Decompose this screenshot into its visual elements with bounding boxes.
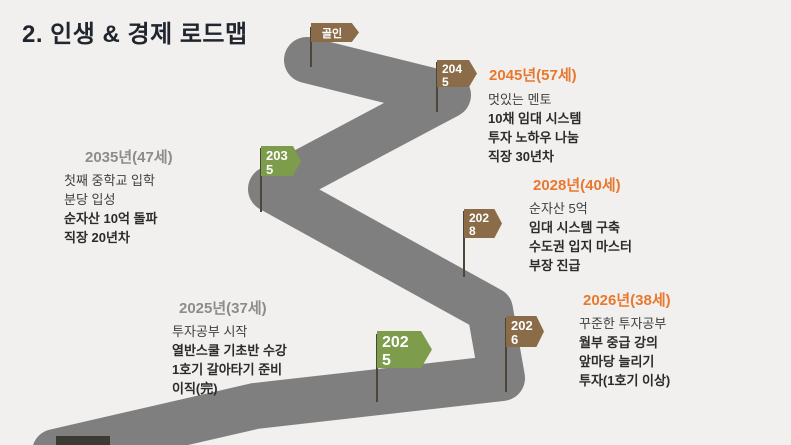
milestone-line: 투자 노하우 나눔	[488, 130, 579, 145]
milestone-line: 투자공부 시작	[172, 324, 248, 339]
flag-2025-pole	[376, 334, 378, 402]
flag-2028-pole	[463, 211, 465, 277]
goal-flag-pole	[310, 27, 312, 67]
milestone-line: 앞마당 늘리기	[579, 354, 655, 369]
milestone-2045-body: 멋있는 멘토 10채 임대 시스템 투자 노하우 나눔 직장 30년차	[488, 90, 581, 166]
road-start-marker	[56, 436, 110, 445]
milestone-line: 첫째 중학교 입학	[64, 173, 155, 188]
milestone-line: 순자산 10억 돌파	[64, 211, 158, 226]
milestone-line: 분당 입성	[64, 192, 116, 207]
milestone-2026-heading: 2026년(38세)	[583, 292, 671, 309]
milestone-line: 직장 30년차	[488, 149, 554, 164]
milestone-line: 부장 진급	[529, 258, 581, 273]
milestone-line: 열반스쿨 기초반 수강	[172, 343, 287, 358]
flag-2026-pole	[505, 318, 507, 392]
milestone-2028-body: 순자산 5억 임대 시스템 구축 수도권 입지 마스터 부장 진급	[529, 199, 632, 275]
flag-2035-year-label: 2035	[266, 148, 288, 178]
milestone-2035-heading: 2035년(47세)	[85, 149, 173, 166]
flag-2045-year-label: 2045	[442, 62, 463, 90]
milestone-line: 10채 임대 시스템	[488, 111, 582, 126]
flag-2028-pennant: 2028	[464, 209, 502, 238]
milestone-2028-heading: 2028년(40세)	[533, 177, 621, 194]
milestone-line: 이직(完)	[172, 381, 218, 396]
flag-2028-year-label: 2028	[469, 211, 490, 239]
milestone-line: 순자산 5억	[529, 201, 588, 216]
milestone-2026-body: 꾸준한 투자공부 월부 중급 강의 앞마당 늘리기 투자(1호기 이상)	[579, 314, 670, 390]
milestone-2035-body: 첫째 중학교 입학 분당 입성 순자산 10억 돌파 직장 20년차	[64, 171, 157, 247]
flag-2025-year-label: 2025	[382, 334, 409, 369]
milestone-line: 1호기 갈아타기 준비	[172, 362, 283, 377]
flag-2045-pole	[436, 62, 438, 112]
flag-2045-pennant: 2045	[437, 60, 477, 87]
goal-flag-label: 골인	[321, 27, 343, 40]
milestone-2025-body: 투자공부 시작 열반스쿨 기초반 수강 1호기 갈아타기 준비 이직(完)	[172, 322, 287, 398]
flag-2035-pole	[260, 148, 262, 212]
flag-2026-pennant: 2026	[506, 316, 544, 347]
milestone-line: 꾸준한 투자공부	[579, 316, 667, 331]
road-path	[33, 37, 525, 445]
flag-2025-pennant: 2025	[377, 331, 432, 368]
milestone-line: 월부 중급 강의	[579, 335, 658, 350]
goal-flag-pennant: 골인	[311, 23, 359, 42]
milestone-2025-heading: 2025년(37세)	[179, 300, 267, 317]
flag-2026-year-label: 2026	[511, 318, 533, 348]
flag-2035-pennant: 2035	[261, 146, 301, 176]
milestone-2045-heading: 2045년(57세)	[489, 67, 577, 84]
page-title: 2. 인생 & 경제 로드맵	[22, 21, 248, 48]
milestone-line: 투자(1호기 이상)	[579, 373, 671, 388]
milestone-line: 멋있는 멘토	[488, 92, 552, 107]
milestone-line: 임대 시스템 구축	[529, 220, 620, 235]
milestone-line: 수도권 입지 마스터	[529, 239, 632, 254]
milestone-line: 직장 20년차	[64, 230, 130, 245]
